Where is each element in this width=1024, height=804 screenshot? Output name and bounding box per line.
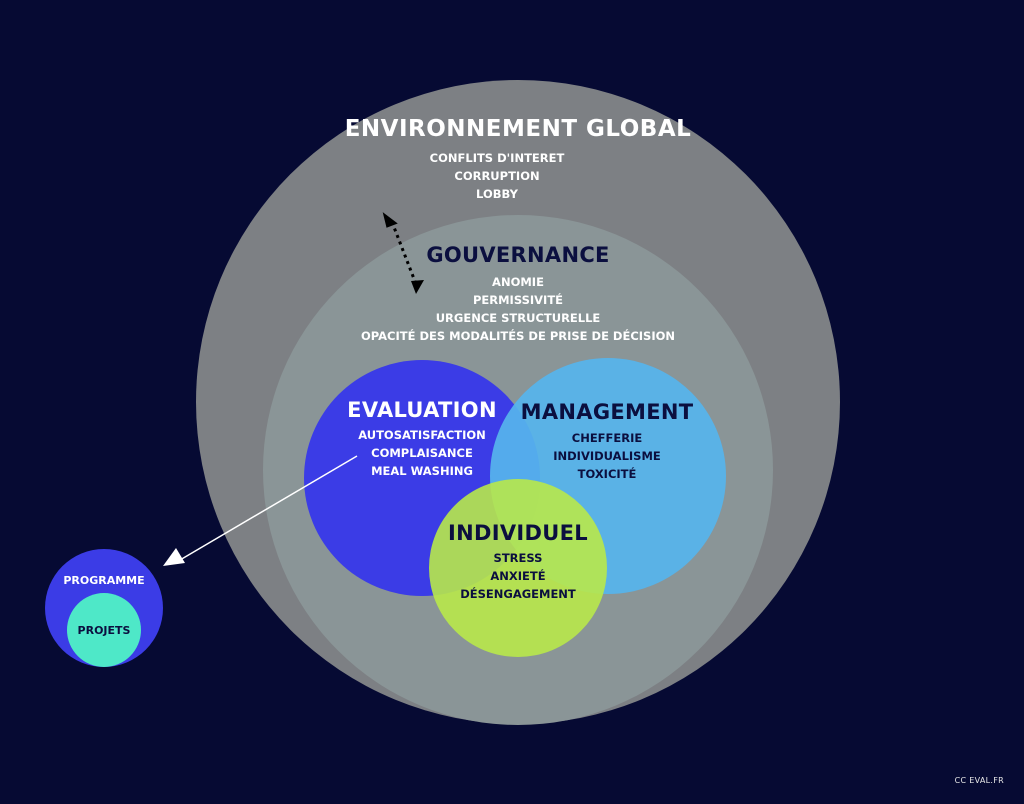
credit-text: CC EVAL.FR [954,776,1004,785]
dotted-double-arrow [382,212,424,294]
management-items: CHEFFERIE INDIVIDUALISME TOXICITÉ [553,429,661,483]
individuel-item: STRESS [493,551,543,565]
management-title: MANAGEMENT [520,400,694,424]
individuel-item: ANXIETÉ [490,569,546,583]
gouvernance-item: URGENCE STRUCTURELLE [435,311,601,325]
management-item: CHEFFERIE [571,431,643,445]
environnement-item: CONFLITS D'INTERET [429,151,565,165]
link-arrow-head [163,548,185,566]
individuel-title: INDIVIDUEL [448,521,588,545]
gouvernance-title: GOUVERNANCE [426,243,610,267]
gouvernance-items: ANOMIE PERMISSIVITÉ URGENCE STRUCTURELLE… [361,273,675,345]
individuel-item: DÉSENGAGEMENT [460,587,576,601]
management-item: INDIVIDUALISME [553,449,661,463]
gouvernance-item: OPACITÉ DES MODALITÉS DE PRISE DE DÉCISI… [360,329,676,343]
evaluation-items: AUTOSATISFACTION COMPLAISANCE MEAL WASHI… [358,426,486,480]
evaluation-item: AUTOSATISFACTION [358,428,486,442]
individuel-circle [429,479,607,657]
environnement-title: ENVIRONNEMENT GLOBAL [344,116,692,142]
environnement-items: CONFLITS D'INTERET CORRUPTION LOBBY [430,149,565,203]
environnement-item: CORRUPTION [454,169,540,183]
environnement-item: LOBBY [476,187,518,201]
projets-circle [67,593,141,667]
projets-title: PROJETS [77,624,131,637]
gouvernance-item: PERMISSIVITÉ [472,293,564,307]
evaluation-title: EVALUATION [347,398,497,422]
gouvernance-item: ANOMIE [492,275,544,289]
programme-title: PROGRAMME [63,574,145,587]
management-item: TOXICITÉ [577,467,637,481]
evaluation-item: MEAL WASHING [371,464,473,478]
link-arrow [179,455,358,561]
evaluation-item: COMPLAISANCE [371,446,473,460]
individuel-items: STRESS ANXIETÉ DÉSENGAGEMENT [460,549,576,603]
